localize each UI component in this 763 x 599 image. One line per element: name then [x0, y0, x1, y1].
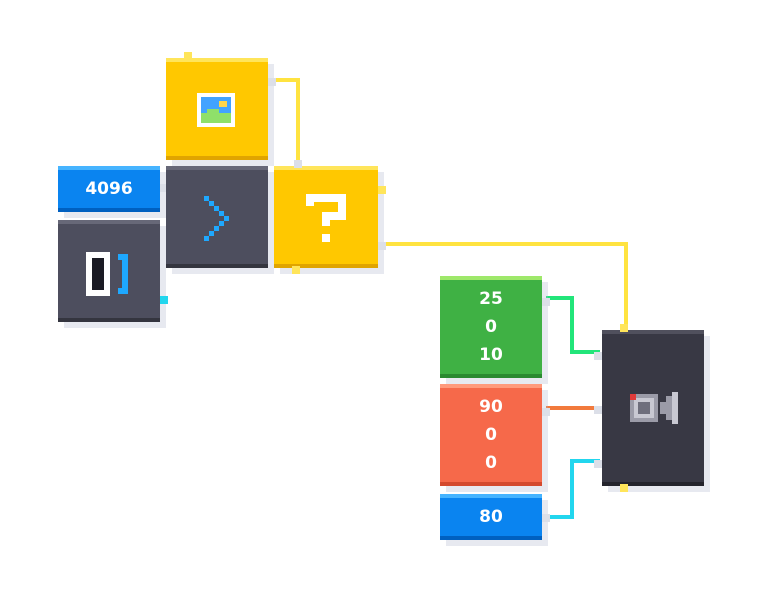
wire-80-to-camera — [546, 459, 600, 519]
camera-icon — [630, 392, 678, 424]
question-mark-icon — [306, 194, 346, 242]
vector-x: 90 — [479, 397, 503, 417]
number-value: 80 — [479, 507, 503, 527]
number-value: 4096 — [85, 179, 133, 199]
wire-image-to-question — [268, 78, 300, 166]
input-port-orange[interactable] — [594, 406, 602, 414]
output-port[interactable] — [542, 514, 550, 522]
output-port[interactable] — [268, 78, 276, 86]
vector-x: 25 — [479, 289, 503, 309]
vector-y: 0 — [485, 425, 497, 445]
output-port[interactable] — [542, 408, 550, 416]
image-icon — [197, 93, 235, 127]
output-port-lower[interactable] — [378, 242, 386, 250]
chevron-right-icon — [204, 196, 229, 241]
bottom-port[interactable] — [292, 266, 300, 274]
output-port[interactable] — [160, 184, 168, 192]
output-port[interactable] — [378, 186, 386, 194]
number-block-80[interactable]: 80 — [440, 494, 550, 540]
image-block[interactable] — [166, 52, 276, 160]
wire-green-to-camera — [546, 296, 600, 354]
vector-z: 10 — [479, 345, 503, 365]
bottom-port[interactable] — [620, 484, 628, 492]
vector-block-green[interactable]: 25 0 10 — [440, 276, 550, 378]
input-port-cyan[interactable] — [594, 460, 602, 468]
frame-block[interactable] — [58, 220, 168, 322]
input-port[interactable] — [294, 160, 302, 168]
vector-block-orange[interactable]: 90 0 0 — [440, 384, 550, 486]
top-port[interactable] — [184, 52, 192, 60]
question-block[interactable] — [274, 160, 386, 274]
camera-block[interactable] — [594, 324, 704, 492]
input-port-green[interactable] — [594, 352, 602, 360]
vector-values: 25 0 10 — [440, 280, 542, 374]
top-port[interactable] — [620, 324, 628, 332]
vector-z: 0 — [485, 453, 497, 473]
vector-values: 90 0 0 — [440, 388, 542, 482]
arrow-block[interactable] — [166, 166, 268, 268]
vector-y: 0 — [485, 317, 497, 337]
output-port[interactable] — [160, 296, 168, 304]
number-block-4096[interactable]: 4096 — [58, 166, 168, 212]
frame-icon — [86, 252, 128, 296]
output-port[interactable] — [542, 298, 550, 306]
wire-question-to-camera — [378, 242, 628, 330]
